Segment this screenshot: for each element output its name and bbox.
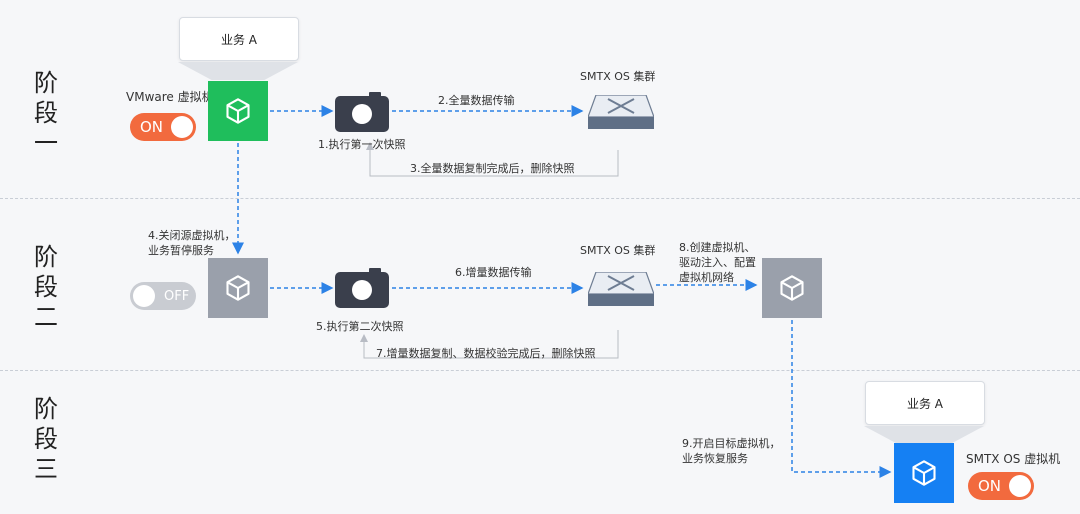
toggle-knob — [171, 116, 193, 138]
toggle-knob — [1009, 475, 1031, 497]
cube-icon — [226, 98, 250, 124]
server-icon-cluster-2 — [588, 272, 654, 306]
camera-icon-snapshot-2 — [335, 268, 389, 308]
source-vm-green — [208, 81, 268, 141]
vmware-power-toggle-off[interactable]: OFF — [130, 282, 196, 310]
business-a-funnel-top — [178, 62, 298, 80]
smtx-vm-label: SMTX OS 虚拟机 — [966, 452, 1061, 466]
business-a-box-top: 业务 A — [179, 17, 299, 61]
smtx-cluster-label-2: SMTX OS 集群 — [580, 244, 656, 257]
cube-icon — [226, 275, 250, 301]
business-a-box-bottom: 业务 A — [865, 381, 985, 425]
step-2-label: 2.全量数据传输 — [438, 94, 515, 107]
step-6-label: 6.增量数据传输 — [455, 266, 532, 279]
step-3-label: 3.全量数据复制完成后，删除快照 — [410, 162, 575, 175]
return-delete-snapshot-2 — [360, 330, 619, 359]
cube-icon — [780, 275, 804, 301]
smtx-power-toggle-on[interactable]: ON — [968, 472, 1034, 500]
stage-3-label: 阶段三 — [34, 395, 58, 483]
step-4-label: 4.关闭源虚拟机，业务暂停服务 — [148, 229, 236, 257]
arrow-start-target-vm — [791, 320, 892, 478]
vmware-power-toggle-on[interactable]: ON — [130, 113, 196, 141]
toggle-on-label: ON — [978, 477, 1002, 495]
business-a-funnel-bottom — [864, 426, 984, 444]
cube-icon — [912, 460, 936, 486]
step-5-label: 5.执行第二次快照 — [316, 320, 404, 333]
server-icon-cluster-1 — [588, 95, 654, 129]
return-delete-snapshot-1 — [366, 142, 619, 177]
toggle-off-label: OFF — [164, 288, 190, 304]
stage-divider-2 — [0, 370, 1080, 371]
stage-1-label: 阶段一 — [34, 69, 58, 157]
stage-2-label: 阶段二 — [34, 243, 58, 331]
step-9-label: 9.开启目标虚拟机，业务恢复服务 — [682, 437, 781, 465]
step-7-label: 7.增量数据复制、数据校验完成后，删除快照 — [376, 347, 596, 360]
source-vm-gray — [208, 258, 268, 318]
camera-icon-snapshot-1 — [335, 92, 389, 132]
business-a-label: 业务 A — [220, 32, 258, 47]
step-1-label: 1.执行第一次快照 — [318, 138, 406, 151]
stage-divider-1 — [0, 198, 1080, 199]
step-8-label: 8.创建虚拟机、驱动注入、配置虚拟机网络 — [679, 241, 756, 284]
toggle-knob — [133, 285, 155, 307]
smtx-cluster-label-1: SMTX OS 集群 — [580, 70, 656, 83]
vmware-vm-label: VMware 虚拟机 — [126, 90, 214, 104]
target-vm-gray — [762, 258, 822, 318]
business-a-label: 业务 A — [906, 396, 944, 411]
toggle-on-label: ON — [140, 118, 164, 136]
target-vm-blue — [894, 443, 954, 503]
